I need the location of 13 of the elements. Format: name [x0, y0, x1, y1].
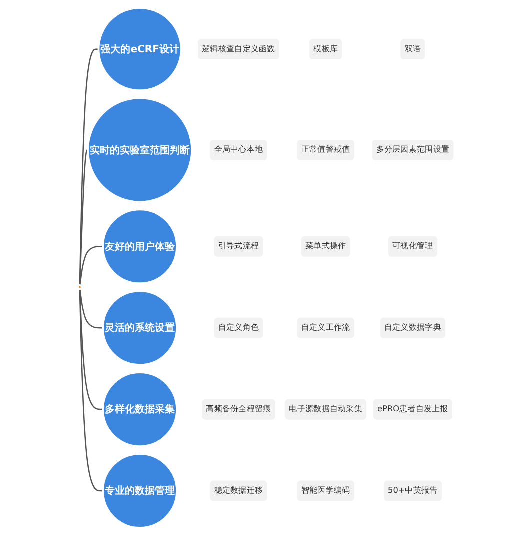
- node-circle: 多样化数据采集: [102, 371, 178, 447]
- connector: [80, 288, 104, 492]
- connector: [80, 288, 104, 328]
- node-circle: 强大的eCRF设计: [98, 6, 183, 92]
- connector: [80, 288, 104, 410]
- connector: [80, 149, 89, 286]
- connector: [80, 246, 104, 286]
- connector: [80, 48, 100, 285]
- node-circle: 专业的数据管理: [102, 452, 178, 528]
- node-circle: 灵活的系统设置: [102, 290, 178, 366]
- node-circle: 实时的实验室范围判断: [87, 96, 194, 203]
- node-circle: [77, 284, 84, 290]
- node-circle: 友好的用户体验: [102, 208, 178, 284]
